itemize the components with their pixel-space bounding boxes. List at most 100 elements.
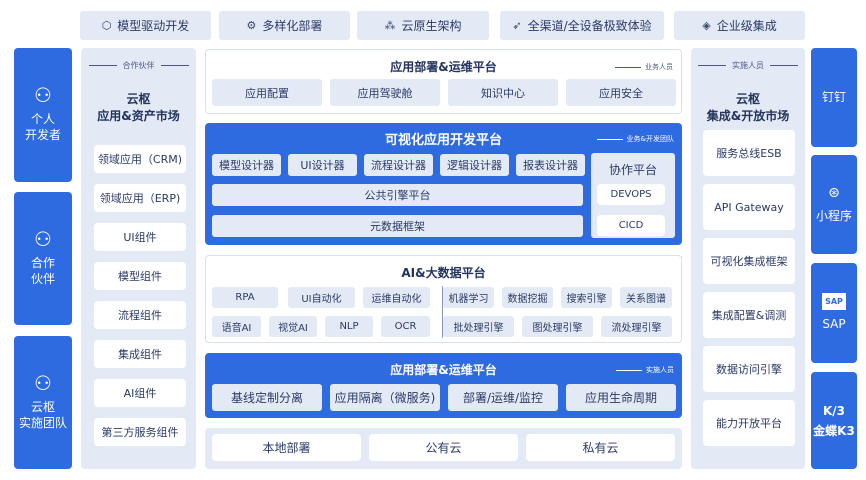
ai-capability: RPA bbox=[212, 287, 278, 308]
channel-label: 钉钉 bbox=[821, 90, 846, 104]
channel-dingtalk: 钉钉 bbox=[811, 48, 857, 147]
designer-tool: 流程设计器 bbox=[364, 154, 433, 176]
ai-capability: UI自动化 bbox=[288, 287, 355, 308]
market-subtitle: 应用&资产市场 bbox=[97, 109, 180, 123]
bigdata-engine: 图处理引擎 bbox=[522, 316, 593, 337]
ai-capability: 语音AI bbox=[212, 316, 261, 337]
feature-deployment: ⚙ 多样化部署 bbox=[219, 11, 350, 40]
user-label: 合作 伙伴 bbox=[30, 255, 55, 286]
cube-icon: ⬡ bbox=[101, 19, 112, 32]
collab-title: 协作平台 bbox=[608, 163, 657, 177]
bigdata-engine: 批处理引擎 bbox=[443, 316, 514, 337]
bigdata-engine: 流处理引擎 bbox=[601, 316, 672, 337]
channel-kingdee-k3: K/3 金蝶K3 bbox=[811, 372, 857, 469]
market-tag: 合作伙伴 bbox=[81, 60, 196, 71]
sap-logo: SAP bbox=[822, 293, 846, 310]
bigdata-capability: 机器学习 bbox=[443, 287, 494, 308]
platform-title: 应用部署&运维平台 bbox=[390, 363, 497, 377]
ops-item: 应用驾驶舱 bbox=[330, 79, 440, 106]
ops-item: 应用安全 bbox=[566, 79, 676, 106]
market-item: API Gateway bbox=[703, 184, 795, 230]
market-title: 云枢 bbox=[735, 92, 760, 106]
user-partner: ⚇ 合作 伙伴 bbox=[14, 192, 72, 325]
platform-tag: 业务&开发团队 bbox=[596, 134, 674, 144]
channel-label: 小程序 bbox=[815, 208, 852, 223]
gear-icon: ⚙ bbox=[246, 19, 257, 32]
ops-item: 基线定制分离 bbox=[212, 384, 322, 411]
market-item: AI组件 bbox=[94, 379, 186, 407]
ops-item: 知识中心 bbox=[448, 79, 558, 106]
ai-capability: 运维自动化 bbox=[363, 287, 430, 308]
metadata-framework: 元数据框架 bbox=[212, 215, 583, 237]
market-item: UI组件 bbox=[94, 223, 186, 251]
market-subtitle: 集成&开放市场 bbox=[706, 109, 790, 123]
hierarchy-icon: ⁂ bbox=[384, 19, 396, 32]
bigdata-capability: 数据挖掘 bbox=[502, 287, 553, 308]
designer-tool: 逻辑设计器 bbox=[440, 154, 509, 176]
feature-label: 多样化部署 bbox=[262, 19, 323, 33]
channel-miniprogram: ⊛ 小程序 bbox=[811, 155, 857, 254]
collab-platform: 协作平台 DEVOPS CICD bbox=[591, 153, 675, 238]
deployment-option: 本地部署 bbox=[212, 434, 361, 461]
layers-icon: ◈ bbox=[702, 19, 711, 32]
designer-tool: 报表设计器 bbox=[516, 154, 585, 176]
ai-capability: NLP bbox=[325, 316, 373, 337]
feature-omnichannel: ➶ 全渠道/全设备极致体验 bbox=[500, 11, 664, 40]
channel-label: SAP bbox=[822, 317, 846, 331]
platform-title: 应用部署&运维平台 bbox=[390, 60, 497, 74]
tag-label: 业务人员 bbox=[645, 63, 673, 71]
designer-tool: UI设计器 bbox=[288, 154, 357, 176]
tag-label: 实施人员 bbox=[732, 61, 764, 70]
visual-dev-platform: 可视化应用开发平台 业务&开发团队 公共引擎平台 元数据框架 协作平台 DEVO… bbox=[205, 123, 682, 245]
market-item: 集成配置&调测 bbox=[703, 292, 795, 338]
platform-title: AI&大数据平台 bbox=[401, 266, 486, 280]
designer-tool: 模型设计器 bbox=[212, 154, 281, 176]
tag-label: 实施人员 bbox=[646, 366, 674, 374]
market-item: 数据访问引擎 bbox=[703, 346, 795, 392]
collab-devops: DEVOPS bbox=[597, 184, 665, 205]
user-label: 云枢 实施团队 bbox=[18, 399, 67, 430]
miniprogram-icon: ⊛ bbox=[828, 184, 840, 201]
market-item: 模型组件 bbox=[94, 262, 186, 290]
feature-label: 云原生架构 bbox=[401, 19, 462, 33]
market-tag: 实施人员 bbox=[691, 60, 805, 71]
market-item: 服务总线ESB bbox=[703, 130, 795, 176]
market-item: 集成组件 bbox=[94, 340, 186, 368]
deployment-option: 私有云 bbox=[526, 434, 675, 461]
platform-title: 可视化应用开发平台 bbox=[384, 133, 502, 148]
rocket-icon: ➶ bbox=[512, 19, 522, 32]
market-item: 第三方服务组件 bbox=[94, 418, 186, 446]
channel-label: K/3 金蝶K3 bbox=[813, 403, 855, 438]
ops-item: 应用隔离（微服务) bbox=[330, 384, 440, 411]
feature-enterprise: ◈ 企业级集成 bbox=[674, 11, 805, 40]
platform-tag: 实施人员 bbox=[616, 365, 674, 375]
bigdata-capability: 搜索引擎 bbox=[561, 287, 612, 308]
feature-label: 模型驱动开发 bbox=[117, 19, 190, 33]
user-personal-developer: ⚇ 个人 开发者 bbox=[14, 48, 72, 182]
feature-model-driven: ⬡ 模型驱动开发 bbox=[80, 11, 211, 40]
partner-icon: ⚇ bbox=[34, 226, 52, 251]
ops-item: 应用生命周期 bbox=[566, 384, 676, 411]
ops-item: 应用配置 bbox=[212, 79, 322, 106]
tag-label: 合作伙伴 bbox=[122, 61, 155, 70]
user-implementation-team: ⚇ 云枢 实施团队 bbox=[14, 336, 72, 469]
person-icon: ⚇ bbox=[34, 83, 52, 107]
market-item: 流程组件 bbox=[94, 301, 186, 329]
ops-item: 部署/运维/监控 bbox=[448, 384, 558, 411]
team-icon: ⚇ bbox=[34, 370, 52, 395]
feature-label: 全渠道/全设备极致体验 bbox=[527, 19, 652, 33]
market-item: 可视化集成框架 bbox=[703, 238, 795, 284]
feature-label: 企业级集成 bbox=[716, 19, 777, 33]
ai-capability: OCR bbox=[381, 316, 430, 337]
feature-cloud-native: ⁂ 云原生架构 bbox=[357, 11, 489, 40]
engine-platform: 公共引擎平台 bbox=[212, 184, 583, 206]
divider bbox=[442, 286, 443, 338]
market-title: 云枢 bbox=[126, 92, 151, 106]
deployment-option: 公有云 bbox=[369, 434, 518, 461]
market-item: 领域应用（CRM) bbox=[94, 145, 186, 173]
user-label: 个人 开发者 bbox=[24, 112, 61, 142]
ai-capability: 视觉AI bbox=[269, 316, 317, 337]
market-item: 领域应用（ERP) bbox=[94, 184, 186, 212]
collab-cicd: CICD bbox=[597, 215, 665, 236]
bigdata-capability: 关系图谱 bbox=[620, 287, 672, 308]
